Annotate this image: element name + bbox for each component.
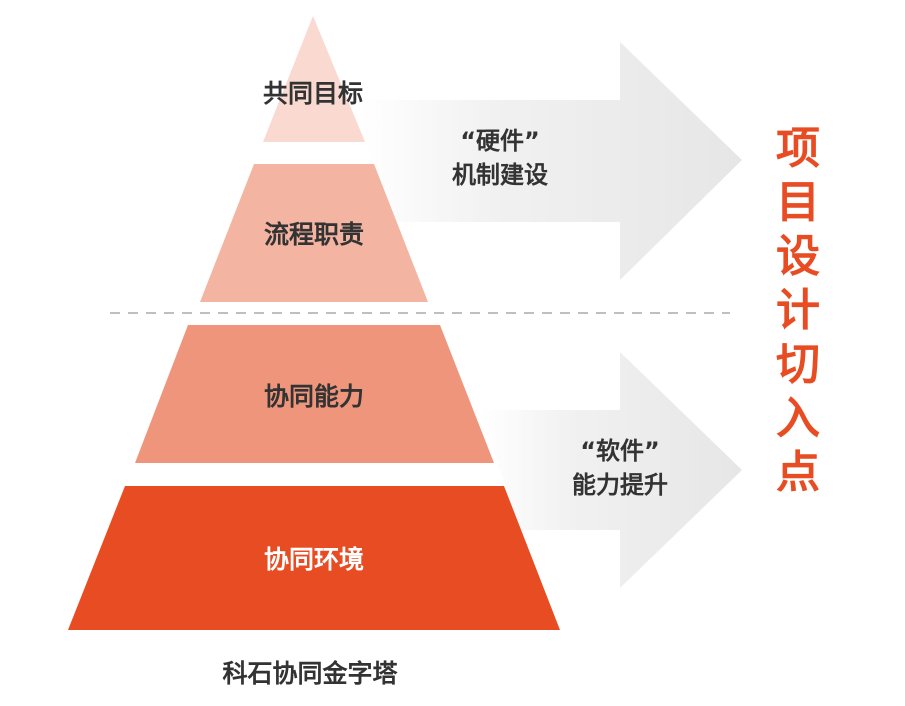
pyramid-caption: 科石协同金字塔 — [222, 659, 398, 688]
arrow-software — [480, 352, 742, 588]
tier-collaboration-capability — [135, 325, 494, 463]
arrow-hardware — [360, 42, 742, 280]
arrow-hardware-line2: 机制建设 — [452, 161, 548, 189]
arrow-software-text: “软件” 能力提升 — [572, 434, 668, 502]
tier-collaboration-environment — [68, 486, 560, 630]
tier-process-responsibility — [200, 164, 428, 302]
side-title: 项目设计切入点 — [776, 123, 820, 498]
arrow-hardware-text: “硬件” 机制建设 — [452, 124, 548, 192]
tier-label-process-responsibility: 流程职责 — [263, 220, 365, 249]
arrow-hardware-line1: “硬件” — [460, 127, 540, 155]
tier-label-shared-goal: 共同目标 — [262, 79, 364, 108]
tier-label-collaboration-environment: 协同环境 — [263, 545, 365, 574]
tier-shared-goal — [263, 16, 365, 142]
tier-label-collaboration-capability: 协同能力 — [263, 382, 365, 411]
arrow-software-line1: “软件” — [580, 437, 660, 465]
arrow-software-line2: 能力提升 — [572, 471, 668, 499]
